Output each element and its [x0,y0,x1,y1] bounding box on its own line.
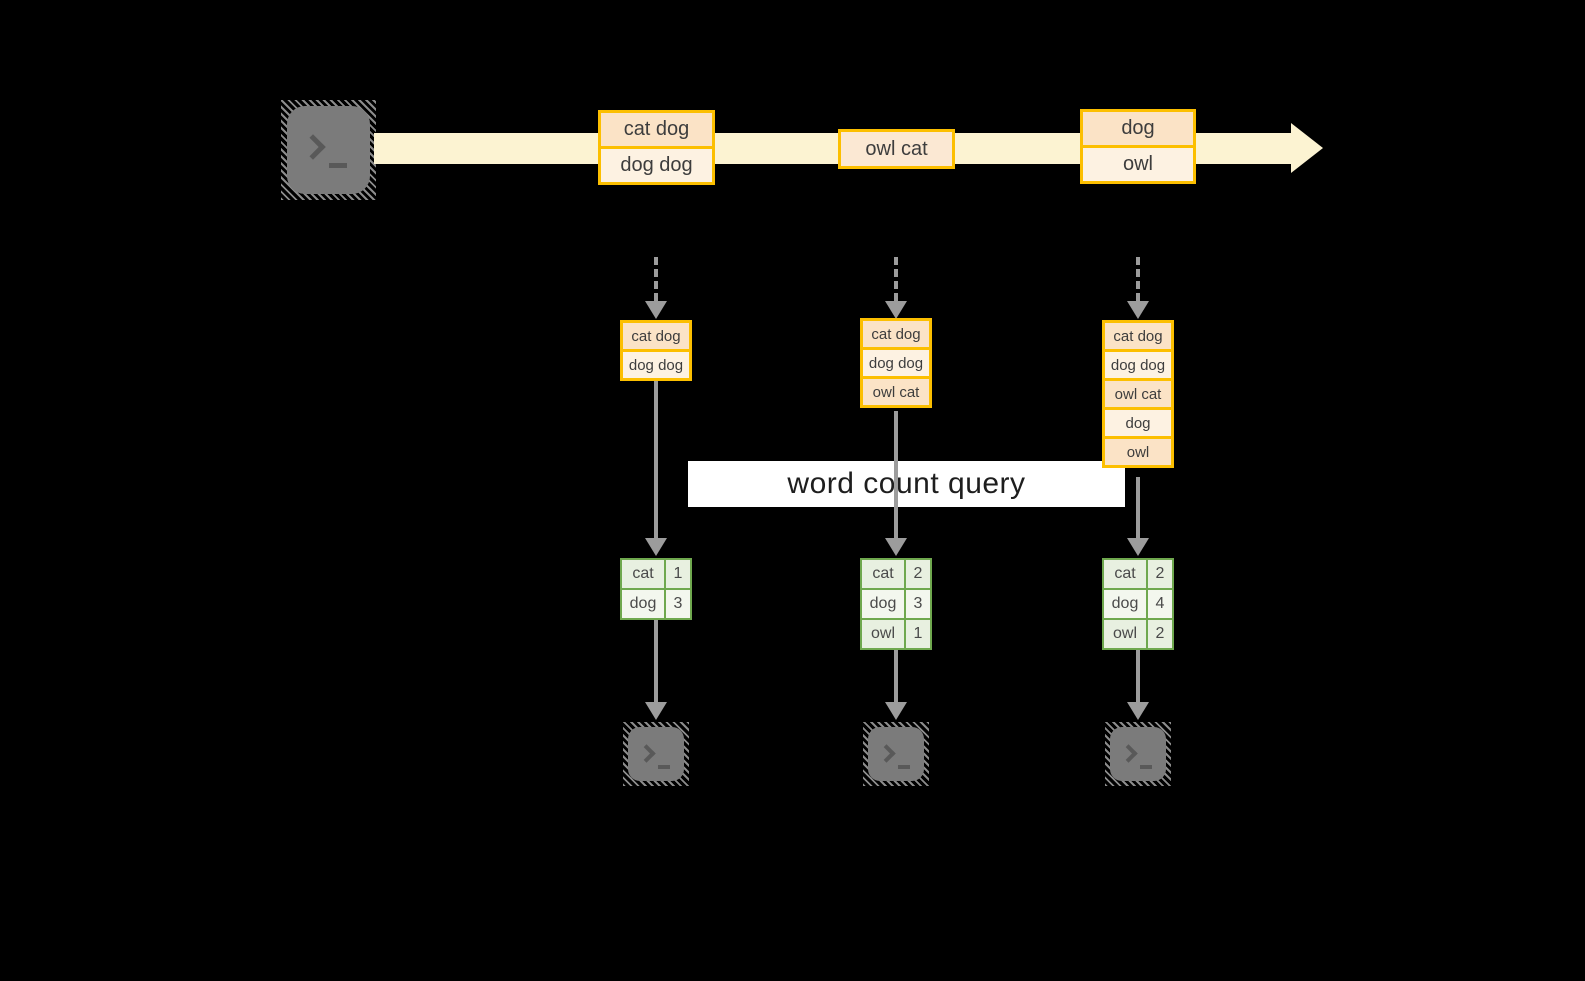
count-table-1: cat 1 dog 3 [620,558,692,620]
buffer-item: owl cat [860,376,932,408]
count-cell: 1 [906,620,930,648]
dashed-arrowhead-icon [645,301,667,319]
stream-arrowhead-icon [1291,123,1323,173]
table-row: dog 3 [862,590,930,618]
stream-event-group-3: dog owl [1080,109,1196,184]
stream-event: owl [1080,145,1196,184]
dashed-arrowhead-icon [1127,301,1149,319]
prompt-chevron-icon [300,134,326,160]
dashed-arrow-line-2 [894,257,898,301]
prompt-underscore-icon [1140,765,1152,769]
word-cell: dog [1104,590,1146,618]
table-row: cat 1 [622,560,690,588]
count-cell: 2 [1148,620,1172,648]
buffer-item: owl cat [1102,378,1174,410]
stream-event: cat dog [598,110,715,149]
source-terminal-icon [281,100,376,200]
word-cell: dog [862,590,904,618]
count-table-3: cat 2 dog 4 owl 2 [1102,558,1174,650]
prompt-chevron-icon [877,744,896,763]
table-row: cat 2 [862,560,930,588]
table-row: owl 2 [1104,620,1172,648]
table-row: dog 4 [1104,590,1172,618]
word-cell: cat [1104,560,1146,588]
arrowhead-icon [885,538,907,556]
count-cell: 2 [906,560,930,588]
buffer-stack-2: cat dog dog dog owl cat [860,318,932,408]
buffer-stack-1: cat dog dog dog [620,320,692,381]
dashed-arrow-line-3 [1136,257,1140,301]
stream-event: dog dog [598,146,715,185]
buffer-item: dog dog [620,349,692,381]
buffer-item: dog dog [1102,349,1174,381]
dashed-arrowhead-icon [885,301,907,319]
arrow-line [654,620,658,702]
arrow-line [654,381,658,538]
query-banner: word count query [688,461,1125,507]
table-row: cat 2 [1104,560,1172,588]
count-cell: 2 [1148,560,1172,588]
word-cell: cat [862,560,904,588]
dashed-arrow-line-1 [654,257,658,301]
buffer-item: cat dog [620,320,692,352]
arrowhead-icon [645,702,667,720]
arrow-line [894,411,898,538]
word-cell: owl [862,620,904,648]
sink-terminal-icon-3 [1105,722,1171,786]
count-cell: 3 [666,590,690,618]
prompt-underscore-icon [898,765,910,769]
arrowhead-icon [885,702,907,720]
stream-event-group-1: cat dog dog dog [598,110,715,185]
sink-terminal-icon-1 [623,722,689,786]
prompt-underscore-icon [329,163,347,168]
arrow-line [1136,477,1140,538]
word-cell: dog [622,590,664,618]
arrowhead-icon [645,538,667,556]
count-cell: 4 [1148,590,1172,618]
table-row: dog 3 [622,590,690,618]
arrowhead-icon [1127,538,1149,556]
word-cell: owl [1104,620,1146,648]
prompt-chevron-icon [1119,744,1138,763]
count-cell: 3 [906,590,930,618]
count-cell: 1 [666,560,690,588]
buffer-stack-3: cat dog dog dog owl cat dog owl [1102,320,1174,468]
terminal-icon [287,106,370,194]
arrowhead-icon [1127,702,1149,720]
arrow-line [1136,650,1140,702]
buffer-item: owl [1102,436,1174,468]
buffer-item: dog dog [860,347,932,379]
buffer-item: cat dog [860,318,932,350]
prompt-underscore-icon [658,765,670,769]
prompt-chevron-icon [637,744,656,763]
stream-event: dog [1080,109,1196,148]
terminal-icon [1110,727,1166,781]
word-cell: cat [622,560,664,588]
buffer-item: cat dog [1102,320,1174,352]
stream-event-group-2: owl cat [838,129,955,169]
terminal-icon [628,727,684,781]
arrow-line [894,650,898,702]
buffer-item: dog [1102,407,1174,439]
sink-terminal-icon-2 [863,722,929,786]
terminal-icon [868,727,924,781]
count-table-2: cat 2 dog 3 owl 1 [860,558,932,650]
table-row: owl 1 [862,620,930,648]
stream-event: owl cat [838,129,955,169]
